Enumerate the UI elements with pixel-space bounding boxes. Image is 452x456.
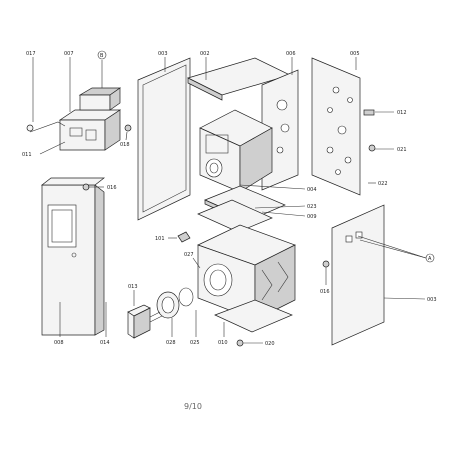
label-004: 004 — [307, 187, 317, 193]
label-017: 017 — [26, 51, 36, 57]
clip-part — [177, 231, 191, 243]
mounting-tray — [197, 185, 286, 233]
leader-lines — [32, 57, 427, 344]
label-013: 013 — [128, 284, 138, 290]
label-003-left: 003 — [158, 51, 168, 57]
label-014: 014 — [100, 340, 110, 346]
label-010: 010 — [218, 340, 228, 346]
label-b: B — [100, 53, 104, 59]
label-016-bottom: 016 — [320, 289, 330, 295]
burner-housing — [197, 224, 296, 333]
part-labels: 017 007 B 003 002 006 005 012 021 022 01… — [22, 51, 437, 411]
label-007: 007 — [64, 51, 74, 57]
label-003-right: 003 — [427, 297, 437, 303]
front-door-panel — [40, 177, 106, 336]
gasket-assembly — [147, 287, 194, 323]
screw-details — [82, 109, 376, 347]
control-box — [26, 109, 122, 151]
callout-circles — [97, 50, 435, 263]
label-022: 022 — [378, 181, 388, 187]
left-side-panel — [137, 57, 191, 221]
label-020: 020 — [265, 341, 275, 347]
right-back-panel — [311, 57, 361, 196]
right-side-panel — [331, 204, 385, 346]
label-a: A — [428, 256, 432, 262]
label-021: 021 — [397, 147, 407, 153]
label-018: 018 — [120, 142, 130, 148]
label-009: 009 — [307, 214, 317, 220]
heat-exchanger — [199, 109, 273, 193]
label-006: 006 — [286, 51, 296, 57]
label-011: 011 — [22, 152, 32, 158]
label-012: 012 — [397, 110, 407, 116]
page-number: 9/10 — [184, 402, 202, 411]
label-028: 028 — [166, 340, 176, 346]
label-008: 008 — [54, 340, 64, 346]
label-002: 002 — [200, 51, 210, 57]
label-005: 005 — [350, 51, 360, 57]
display-module — [78, 87, 122, 111]
label-025: 025 — [190, 340, 200, 346]
label-027: 027 — [184, 252, 194, 258]
label-023: 023 — [307, 204, 317, 210]
small-cover — [127, 304, 151, 339]
label-016-top: 016 — [107, 185, 117, 191]
label-101: 101 — [155, 236, 165, 242]
